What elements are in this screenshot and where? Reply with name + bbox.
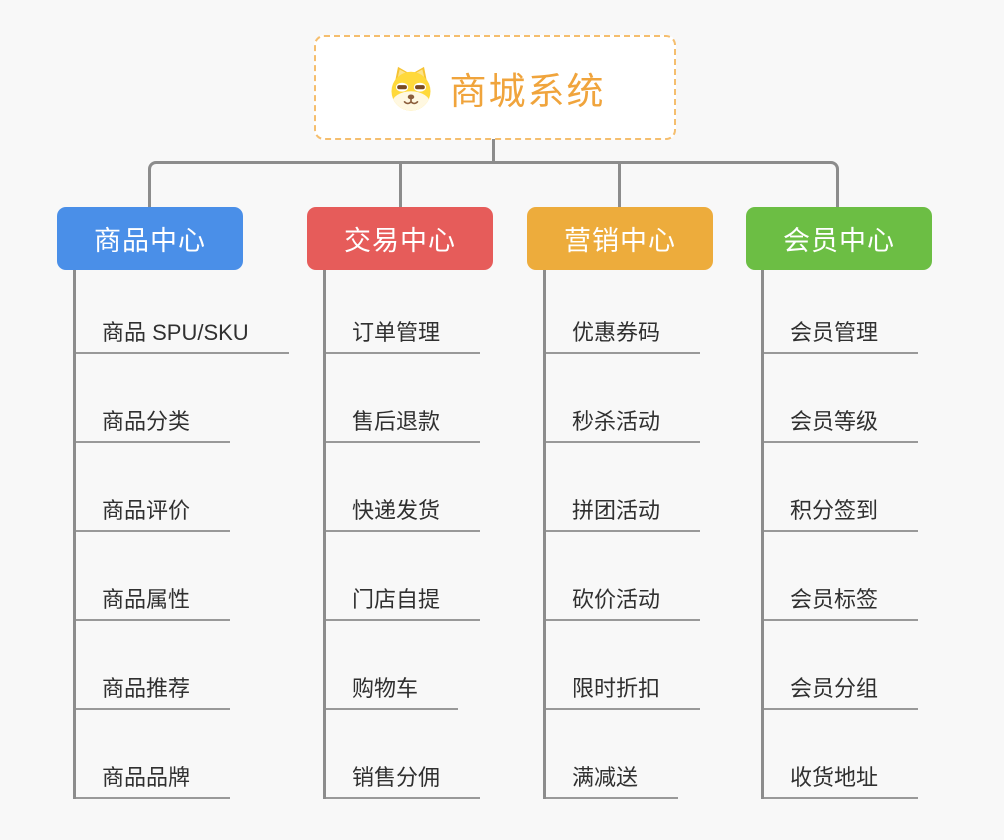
leaf-node[interactable]: 订单管理 [326, 270, 481, 354]
leaf-label: 商品品牌 [102, 764, 191, 790]
leaf-node[interactable]: 优惠券码 [546, 270, 701, 354]
leaf-label: 会员等级 [790, 408, 879, 434]
leaf-tree-marketing: 优惠券码秒杀活动拼团活动砍价活动限时折扣满减送 [543, 270, 701, 799]
leaf-node[interactable]: 售后退款 [326, 354, 481, 443]
leaf-label: 商品推荐 [102, 675, 191, 701]
leaf-node[interactable]: 限时折扣 [546, 621, 701, 710]
leaf-label: 限时折扣 [572, 675, 661, 701]
leaf-label: 秒杀活动 [572, 408, 661, 434]
leaf-label: 优惠券码 [572, 319, 661, 345]
leaf-label: 快递发货 [352, 497, 441, 523]
leaf-label: 门店自提 [352, 586, 441, 612]
leaf-node[interactable]: 购物车 [326, 621, 459, 710]
leaf-node[interactable]: 砍价活动 [546, 532, 701, 621]
leaf-label: 订单管理 [352, 319, 441, 345]
leaf-node[interactable]: 收货地址 [764, 710, 919, 799]
branch-node-marketing[interactable]: 营销中心 [527, 207, 713, 270]
leaf-label: 商品分类 [102, 408, 191, 434]
leaf-node[interactable]: 商品属性 [76, 532, 231, 621]
branch-bus-connector [148, 161, 839, 209]
branch-node-product[interactable]: 商品中心 [57, 207, 243, 270]
leaf-label: 满减送 [572, 764, 639, 790]
leaf-node[interactable]: 拼团活动 [546, 443, 701, 532]
leaf-node[interactable]: 商品评价 [76, 443, 231, 532]
leaf-node[interactable]: 商品推荐 [76, 621, 231, 710]
dog-face-icon [391, 66, 430, 111]
leaf-node[interactable]: 满减送 [546, 710, 679, 799]
leaf-node[interactable]: 门店自提 [326, 532, 481, 621]
leaf-label: 购物车 [352, 675, 419, 701]
leaf-tree-trade: 订单管理售后退款快递发货门店自提购物车销售分佣 [323, 270, 481, 799]
leaf-label: 商品属性 [102, 586, 191, 612]
leaf-node[interactable]: 会员等级 [764, 354, 919, 443]
leaf-label: 商品评价 [102, 497, 191, 523]
leaf-node[interactable]: 快递发货 [326, 443, 481, 532]
drop-connector-trade [399, 163, 402, 209]
leaf-node[interactable]: 会员标签 [764, 532, 919, 621]
leaf-tree-product: 商品 SPU/SKU 商品分类商品评价商品属性商品推荐商品品牌 [73, 270, 289, 799]
drop-connector-marketing [618, 163, 621, 209]
leaf-node[interactable]: 商品品牌 [76, 710, 231, 799]
leaf-node[interactable]: 商品分类 [76, 354, 231, 443]
root-node-mall-system[interactable]: 商城系统 [314, 35, 676, 140]
leaf-node[interactable]: 会员管理 [764, 270, 919, 354]
leaf-label: 砍价活动 [572, 586, 661, 612]
branch-node-member[interactable]: 会员中心 [746, 207, 932, 270]
leaf-label: 积分签到 [790, 497, 879, 523]
leaf-label: 会员标签 [790, 586, 879, 612]
root-title: 商城系统 [449, 70, 606, 112]
leaf-label: 会员管理 [790, 319, 879, 345]
leaf-node[interactable]: 会员分组 [764, 621, 919, 710]
leaf-label: 商品 SPU/SKU [102, 319, 249, 345]
leaf-label: 收货地址 [790, 764, 879, 790]
leaf-node[interactable]: 积分签到 [764, 443, 919, 532]
leaf-label: 销售分佣 [352, 764, 441, 790]
leaf-label: 会员分组 [790, 675, 879, 701]
leaf-node[interactable]: 商品 SPU/SKU [76, 270, 289, 354]
leaf-node[interactable]: 销售分佣 [326, 710, 481, 799]
leaf-tree-member: 会员管理会员等级积分签到会员标签会员分组收货地址 [761, 270, 919, 799]
leaf-label: 拼团活动 [572, 497, 661, 523]
branch-node-trade[interactable]: 交易中心 [307, 207, 493, 270]
leaf-node[interactable]: 秒杀活动 [546, 354, 701, 443]
root-stem-connector [492, 139, 495, 162]
leaf-label: 售后退款 [352, 408, 441, 434]
